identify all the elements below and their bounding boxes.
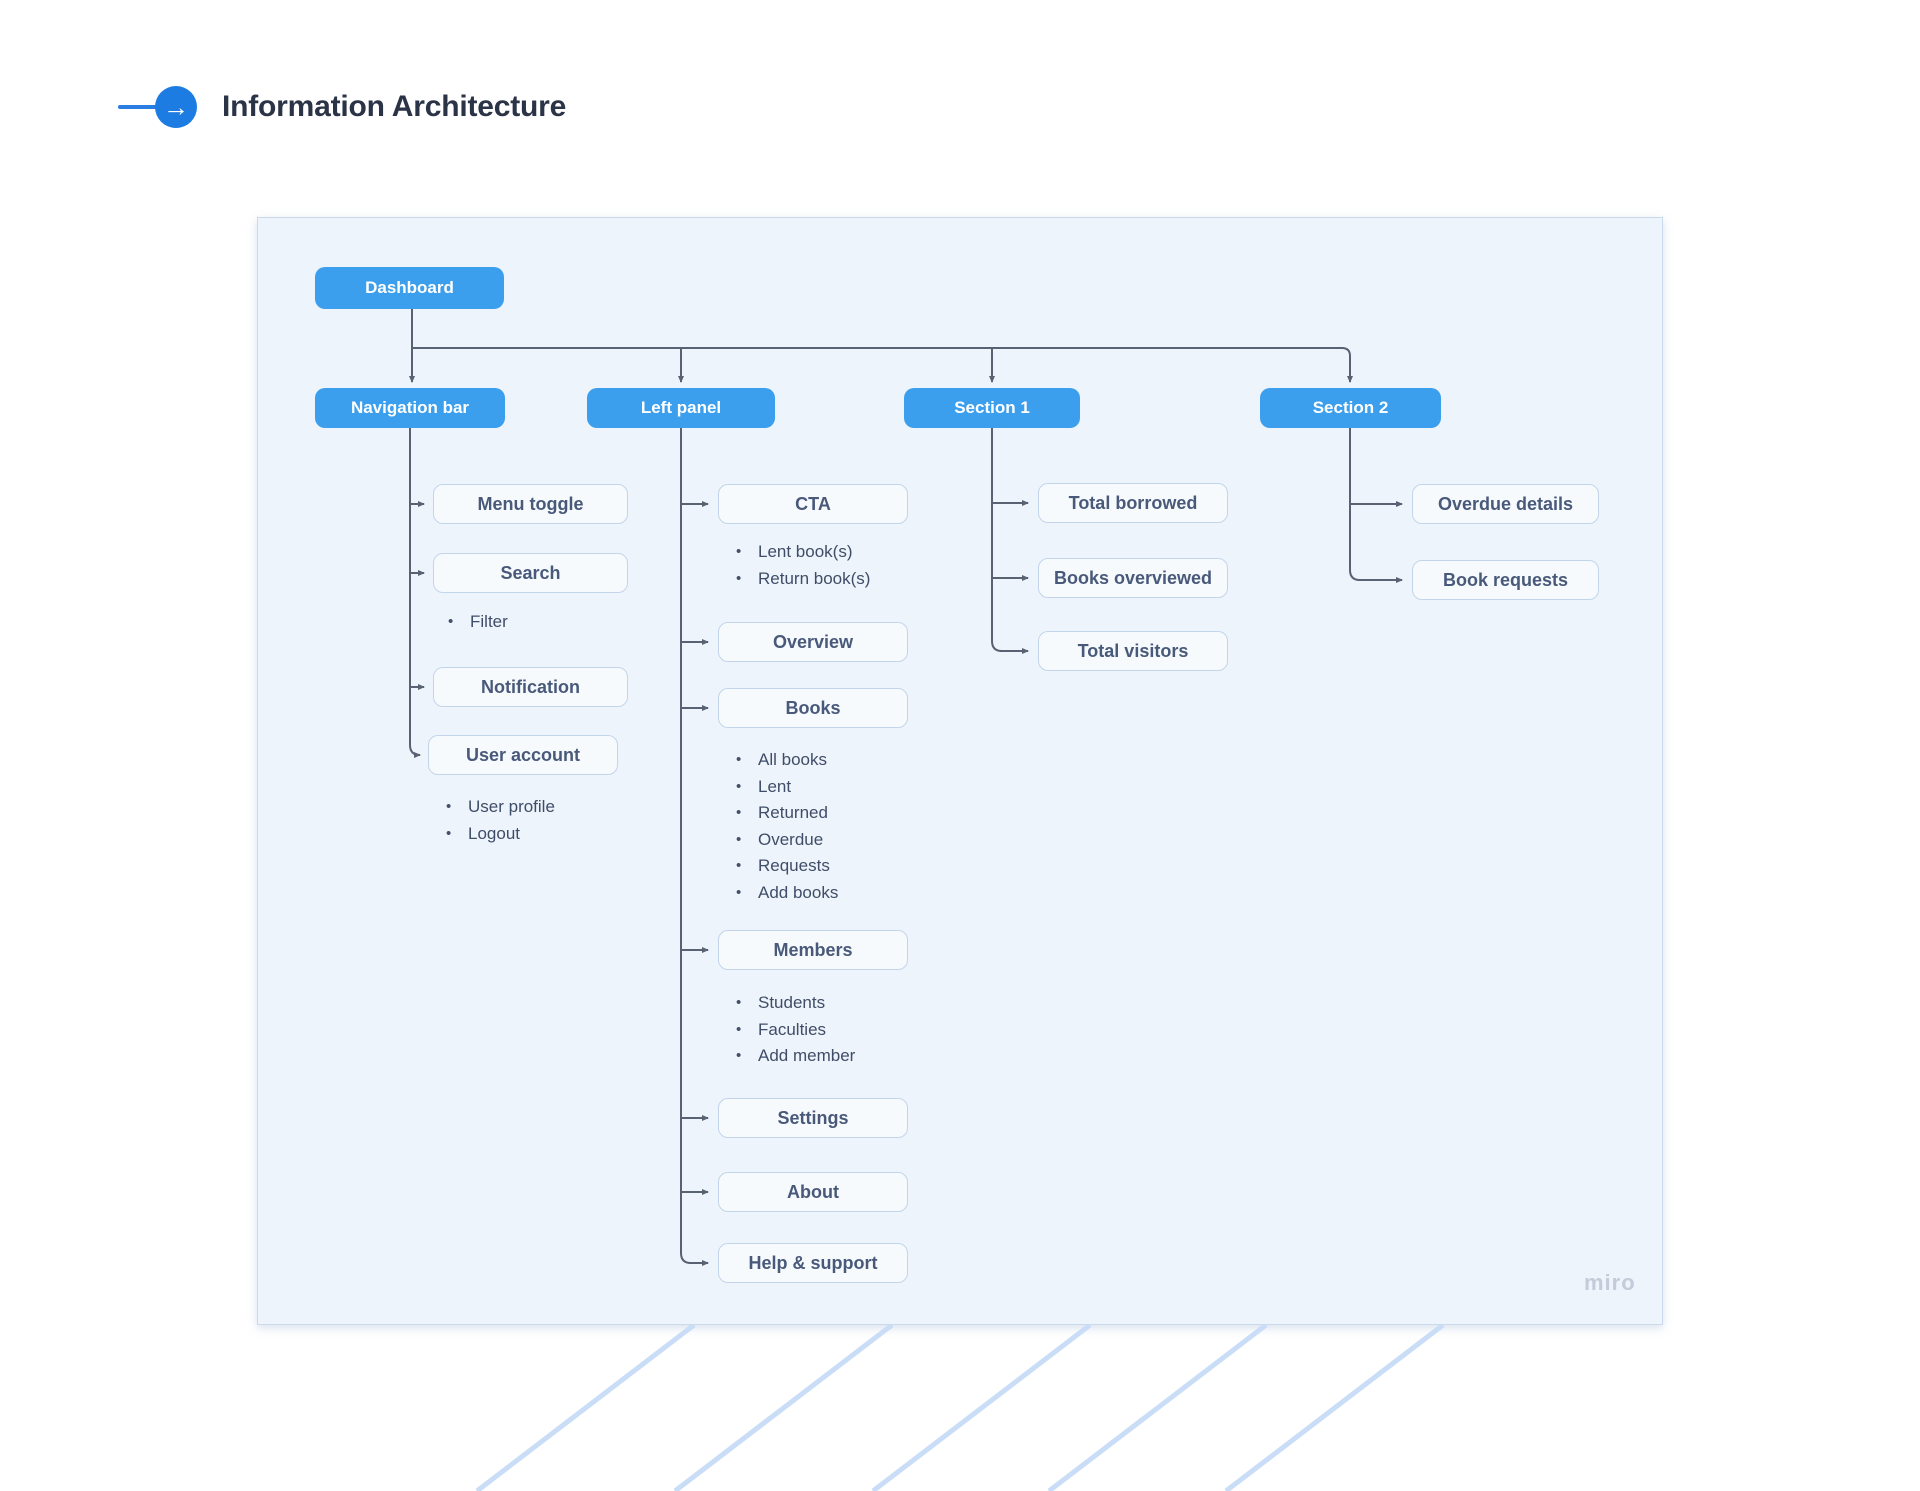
node-label: Search (500, 562, 561, 583)
node-overview[interactable]: Overview (718, 622, 908, 662)
node-label: Overview (772, 631, 854, 652)
node-books-overviewed[interactable]: Books overviewed (1038, 558, 1228, 598)
bullet-item: User profile (438, 794, 555, 821)
bullet-item: Returned (728, 800, 838, 827)
bullet-list-cta: Lent book(s) Return book(s) (728, 539, 870, 592)
arrow-right-circle-icon: → (155, 86, 197, 128)
node-label: Section 2 (1312, 398, 1389, 417)
node-label: Navigation bar (350, 398, 470, 417)
node-section-2[interactable]: Section 2 (1260, 388, 1441, 428)
bullet-item: Requests (728, 853, 838, 880)
node-left-panel[interactable]: Left panel (587, 388, 775, 428)
page-title: Information Architecture (222, 90, 567, 123)
node-label: Section 1 (954, 398, 1030, 417)
title-accent-line (118, 105, 166, 109)
miro-watermark[interactable]: miro (1584, 1270, 1636, 1295)
node-label: Books (785, 697, 841, 718)
node-label: User account (465, 744, 581, 765)
node-label: Left panel (640, 398, 722, 417)
bullet-item: Lent (728, 774, 838, 801)
node-label: CTA (795, 493, 831, 514)
node-menu-toggle[interactable]: Menu toggle (433, 484, 628, 524)
node-user-account[interactable]: User account (428, 735, 618, 775)
node-settings[interactable]: Settings (718, 1098, 908, 1138)
node-total-visitors[interactable]: Total visitors (1038, 631, 1228, 671)
node-help-support[interactable]: Help & support (718, 1243, 908, 1283)
node-label: Books overviewed (1053, 567, 1213, 588)
bullet-item: Filter (440, 609, 508, 636)
node-label: Dashboard (365, 278, 454, 297)
bullet-list-books: All books Lent Returned Overdue Requests… (728, 747, 838, 906)
bullet-item: Faculties (728, 1017, 855, 1044)
bullet-item: Return book(s) (728, 566, 870, 593)
node-cta[interactable]: CTA (718, 484, 908, 524)
node-dashboard[interactable]: Dashboard (315, 267, 504, 309)
node-books[interactable]: Books (718, 688, 908, 728)
node-label: Menu toggle (477, 493, 584, 514)
diagonal-stripes (475, 1325, 1445, 1491)
bullet-item: Logout (438, 821, 555, 848)
node-about[interactable]: About (718, 1172, 908, 1212)
node-members[interactable]: Members (718, 930, 908, 970)
node-total-borrowed[interactable]: Total borrowed (1038, 483, 1228, 523)
node-label: About (787, 1181, 839, 1202)
node-section-1[interactable]: Section 1 (904, 388, 1080, 428)
node-label: Settings (777, 1107, 849, 1128)
node-label: Members (773, 939, 853, 960)
node-label: Overdue details (1437, 493, 1574, 514)
bullet-item: Add books (728, 880, 838, 907)
arrow-right-icon: → (163, 92, 189, 122)
node-search[interactable]: Search (433, 553, 628, 593)
bullet-list-user-account: User profile Logout (438, 794, 555, 847)
bullet-list-members: Students Faculties Add member (728, 990, 855, 1070)
bullet-item: Students (728, 990, 855, 1017)
node-label: Total visitors (1077, 640, 1189, 661)
bullet-item: All books (728, 747, 838, 774)
bullet-item: Overdue (728, 827, 838, 854)
bullet-list-search: Filter (440, 609, 508, 636)
node-label: Notification (481, 676, 580, 697)
bullet-item: Add member (728, 1043, 855, 1070)
node-navigation-bar[interactable]: Navigation bar (315, 388, 505, 428)
node-label: Total borrowed (1068, 492, 1198, 513)
bullet-item: Lent book(s) (728, 539, 870, 566)
node-label: Help & support (748, 1252, 878, 1273)
node-notification[interactable]: Notification (433, 667, 628, 707)
node-overdue-details[interactable]: Overdue details (1412, 484, 1599, 524)
node-book-requests[interactable]: Book requests (1412, 560, 1599, 600)
node-label: Book requests (1442, 569, 1569, 590)
